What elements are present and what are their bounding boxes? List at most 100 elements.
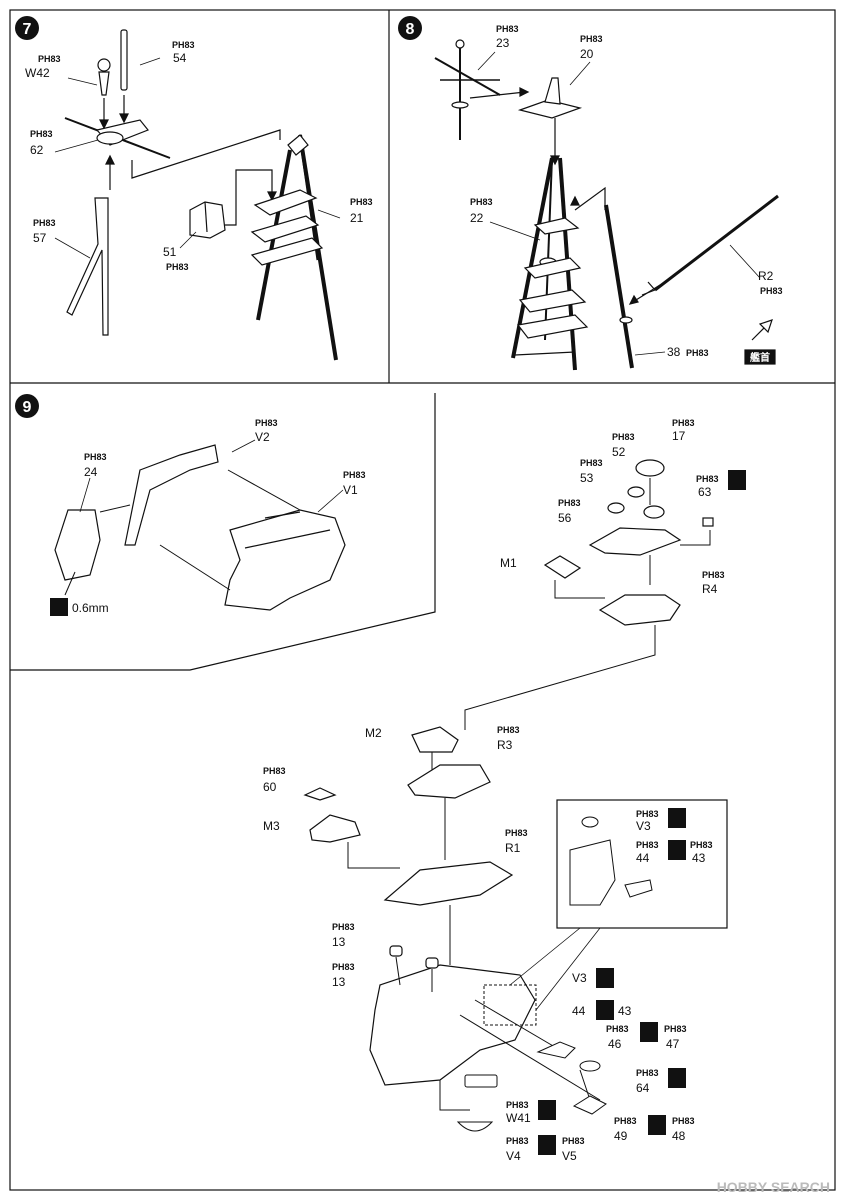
svg-text:PH83: PH83 [686,348,709,358]
svg-text:PH83: PH83 [497,725,520,735]
part-v3-detail-label: V3 [636,819,651,833]
part-44-detail-label: 44 [636,851,650,865]
part-56-label: 56 [558,511,572,525]
part-57-label: 57 [33,231,47,245]
part-44-label: 44 [572,1004,586,1018]
svg-text:PH83: PH83 [263,766,286,776]
bow-label: 艦首 [750,351,770,364]
part-54-label: 54 [173,51,187,65]
part-52-label: 52 [612,445,626,459]
searchlight-deck-parts [543,459,714,626]
step-7-panel: 7 [15,16,373,361]
svg-text:PH83: PH83 [562,1136,585,1146]
svg-text:PH83: PH83 [172,40,195,50]
svg-text:PH83: PH83 [38,54,61,64]
svg-text:PH83: PH83 [696,474,719,484]
step-8-leaders [477,51,761,356]
svg-text:PH83: PH83 [33,218,56,228]
svg-text:PH83: PH83 [506,1100,529,1110]
part-60-label: 60 [263,780,277,794]
part-m1-label: M1 [500,556,517,570]
svg-text:PH83: PH83 [664,1024,687,1034]
svg-text:PH83: PH83 [760,286,783,296]
part-v4-label: V4 [506,1149,521,1163]
svg-text:PH83: PH83 [580,34,603,44]
paint-icon-w41 [538,1100,556,1120]
part-46-label: 46 [608,1037,622,1051]
svg-text:PH83: PH83 [636,1068,659,1078]
part-13b-label: 13 [332,975,346,989]
part-22-label: 22 [470,211,484,225]
svg-text:PH83: PH83 [30,129,53,139]
step-8-badge [398,16,422,40]
bridge-front-parts [54,444,346,611]
part-49-label: 49 [614,1129,628,1143]
part-m2-label: M2 [365,726,382,740]
svg-text:PH83: PH83 [350,197,373,207]
step-9-top-arrows [64,469,301,596]
paint-icon-44 [596,1000,614,1020]
svg-text:PH83: PH83 [612,432,635,442]
step-9-number: 9 [23,399,32,416]
svg-text:PH83: PH83 [614,1116,637,1126]
part-47-label: 47 [666,1037,680,1051]
step-7-badge [15,16,39,40]
paint-icon-v3 [596,968,614,988]
svg-text:PH83: PH83 [343,470,366,480]
svg-text:PH83: PH83 [505,828,528,838]
part-38-label: 38 [667,345,681,359]
svg-text:PH83: PH83 [332,962,355,972]
svg-text:PH83: PH83 [558,498,581,508]
paint-icon-v3-detail [668,808,686,828]
svg-text:PH83: PH83 [470,197,493,207]
drill-icon [50,598,68,616]
svg-text:PH83: PH83 [84,452,107,462]
part-v2-label: V2 [255,430,270,444]
part-21-label: 21 [350,211,364,225]
part-24-label: 24 [84,465,98,479]
step-7-number: 7 [23,21,32,38]
svg-text:PH83: PH83 [506,1136,529,1146]
step-9-badge [15,394,39,418]
part-48-label: 48 [672,1129,686,1143]
svg-text:PH83: PH83 [702,570,725,580]
paint-icon-44-detail [668,840,686,860]
part-v3-label: V3 [572,971,587,985]
part-w42-label: W42 [25,66,50,80]
part-13a-label: 13 [332,935,346,949]
part-64-label: 64 [636,1081,650,1095]
part-17-label: 17 [672,429,686,443]
part-r3-label: R3 [497,738,513,752]
part-23-label: 23 [496,36,510,50]
part-62-label: 62 [30,143,44,157]
part-r1-label: R1 [505,841,521,855]
panel-frames [9,9,836,1191]
detail-callout [483,799,728,1026]
step-8-parts [434,39,779,371]
step-8-panel: 8 [398,16,783,371]
step-8-number: 8 [406,21,415,38]
drill-size-label: 0.6mm [72,601,109,615]
svg-text:PH83: PH83 [672,418,695,428]
watermark: HOBBY SEARCH [717,1179,830,1195]
svg-text:PH83: PH83 [580,458,603,468]
part-r4-label: R4 [702,582,718,596]
svg-text:PH83: PH83 [332,922,355,932]
part-m3-label: M3 [263,819,280,833]
paint-icon-64 [668,1068,686,1088]
part-v5-label: V5 [562,1149,577,1163]
svg-text:PH83: PH83 [690,840,713,850]
part-51-label: 51 [163,245,177,259]
bridge-deck-parts [303,726,536,1086]
svg-text:PH83: PH83 [606,1024,629,1034]
step-7-parts [64,29,338,361]
paint-icon-63 [728,470,746,490]
part-63-label: 63 [698,485,712,499]
part-v1-label: V1 [343,483,358,497]
part-53-label: 53 [580,471,594,485]
step-7-leaders [54,57,341,259]
part-43-detail-label: 43 [692,851,706,865]
part-43-label: 43 [618,1004,632,1018]
svg-text:PH83: PH83 [636,809,659,819]
